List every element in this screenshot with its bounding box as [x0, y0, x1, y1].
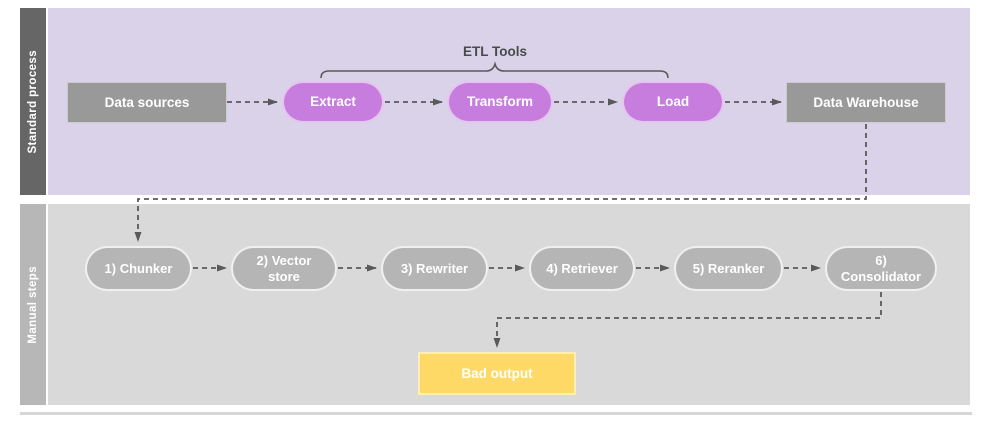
node-chunker: 1) Chunker [85, 246, 192, 291]
lane-header-standard-process: Standard process [20, 8, 46, 195]
bottom-divider-line [20, 412, 972, 415]
node-rewriter: 3) Rewriter [381, 246, 488, 291]
node-data-sources: Data sources [67, 82, 227, 123]
node-data-warehouse: Data Warehouse [786, 82, 946, 123]
node-transform: Transform [447, 81, 553, 123]
node-retriever: 4) Retriever [529, 246, 635, 291]
node-reranker: 5) Reranker [674, 246, 783, 291]
node-load: Load [622, 81, 724, 123]
lane-label-manual-steps: Manual steps [27, 265, 39, 344]
lane-label-standard-process: Standard process [27, 49, 39, 154]
etl-tools-label: ETL Tools [463, 44, 527, 59]
lane-header-manual-steps: Manual steps [20, 204, 46, 405]
node-bad-output: Bad output [418, 352, 576, 395]
node-consolidator: 6) Consolidator [825, 246, 937, 291]
node-vector-store: 2) Vector store [231, 246, 337, 291]
node-extract: Extract [282, 81, 384, 123]
